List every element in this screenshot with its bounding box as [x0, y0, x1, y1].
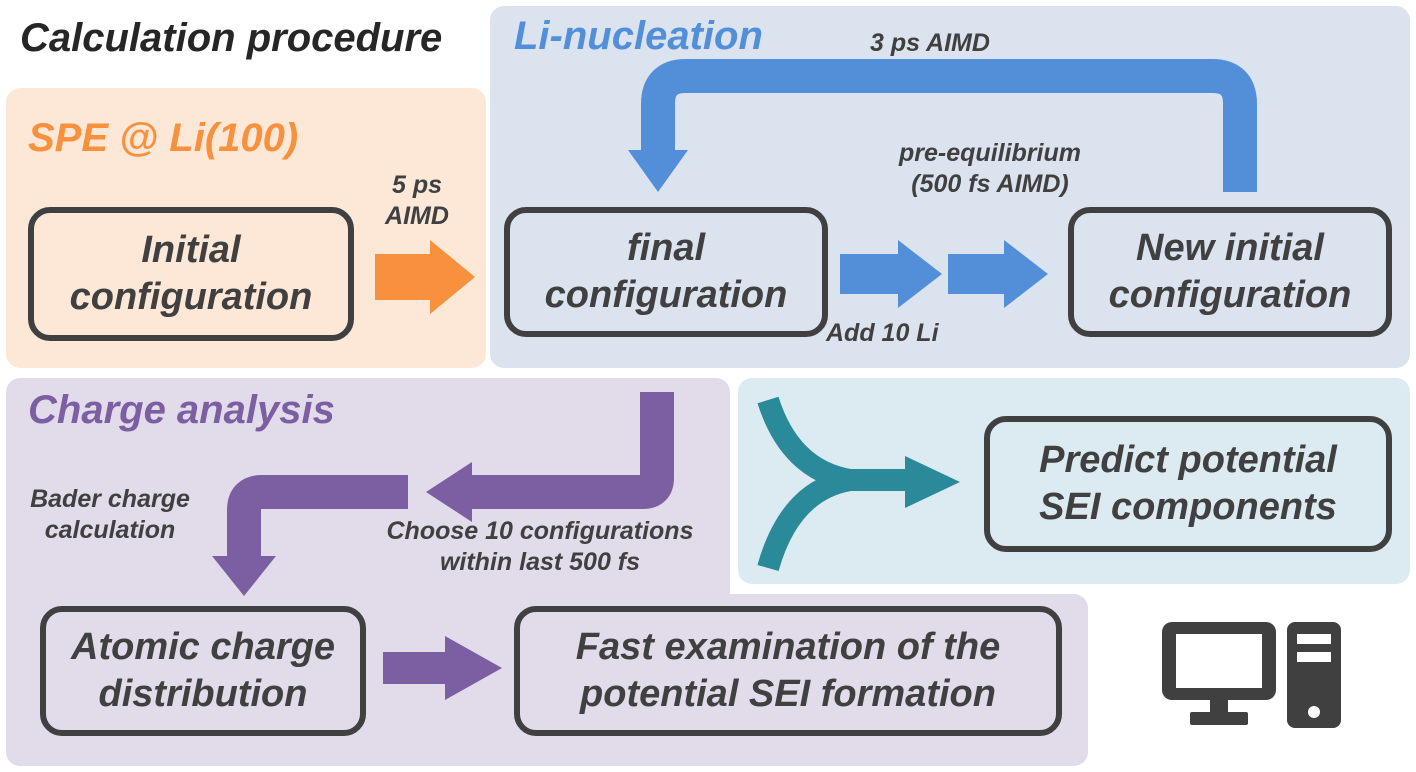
- pre-equilibrium-line1: pre-equilibrium: [899, 139, 1081, 167]
- aimd-5ps-label-line2: AIMD: [385, 202, 449, 231]
- pre-equilibrium-line2: (500 fs AIMD): [911, 170, 1069, 199]
- spe-title: SPE @ Li(100): [28, 116, 299, 160]
- aimd-3ps-loop-arrow: [641, 59, 1257, 192]
- final-configuration-box: final configuration: [504, 207, 828, 337]
- computer-icon: [1162, 622, 1341, 728]
- aimd-5ps-label: 5 ps AIMD: [372, 170, 462, 233]
- atomic-charge-distribution-box: Atomic charge distribution: [40, 606, 366, 736]
- aimd-3ps-label: 3 ps AIMD: [870, 29, 990, 57]
- final-configuration-line2: configuration: [544, 274, 788, 316]
- new-initial-configuration-box: New initial configuration: [1068, 207, 1392, 337]
- pre-equilibrium-label: pre-equilibrium (500 fs AIMD): [870, 138, 1110, 201]
- choose-configurations-label: Choose 10 configurations within last 500…: [352, 516, 728, 579]
- add-li-arrow-1: [840, 240, 942, 308]
- examination-arrow: [383, 636, 502, 700]
- fast-examination-line2: potential SEI formation: [580, 673, 996, 715]
- bader-charge-label: Bader charge calculation: [10, 484, 210, 547]
- add-li-label: Add 10 Li: [826, 319, 939, 347]
- choose-configurations-line2: within last 500 fs: [439, 548, 641, 577]
- bader-charge-line1: Bader charge: [30, 485, 190, 513]
- choose-config-arrowhead: [426, 462, 472, 522]
- initial-configuration-box: Initial configuration: [28, 207, 354, 341]
- bader-charge-line2: calculation: [44, 516, 176, 545]
- fast-examination-box: Fast examination of the potential SEI fo…: [514, 606, 1062, 736]
- predict-sei-box: Predict potential SEI components: [984, 416, 1392, 552]
- li-nucleation-title: Li-nucleation: [514, 14, 763, 58]
- merge-arrow-icon: [757, 396, 960, 572]
- add-li-arrow-2: [948, 240, 1048, 308]
- predict-sei-line2: SEI components: [1039, 486, 1337, 528]
- aimd-5ps-label-line1: 5 ps: [391, 171, 443, 199]
- atomic-charge-line2: distribution: [98, 673, 308, 715]
- final-configuration-line1: final: [626, 226, 706, 269]
- atomic-charge-line1: Atomic charge: [71, 625, 335, 668]
- fast-examination-line1: Fast examination of the: [575, 625, 1001, 668]
- charge-analysis-title: Charge analysis: [28, 388, 335, 432]
- new-initial-configuration-line1: New initial: [1136, 226, 1324, 269]
- bader-charge-arrowhead: [212, 556, 276, 596]
- bader-charge-arrow: [227, 475, 408, 556]
- calculation-procedure-heading: Calculation procedure: [20, 16, 443, 60]
- spe-panel: [6, 88, 486, 368]
- aimd-3ps-loop-arrowhead: [628, 150, 688, 192]
- initial-configuration-line2: configuration: [69, 276, 313, 318]
- charge-analysis-panel-extension: [6, 594, 1088, 766]
- new-initial-configuration-line2: configuration: [1108, 274, 1352, 316]
- predict-sei-line1: Predict potential: [1039, 438, 1337, 481]
- initial-configuration-line1: Initial: [141, 228, 241, 271]
- choose-config-arrow: [470, 392, 674, 509]
- choose-configurations-line1: Choose 10 configurations: [386, 517, 694, 545]
- aimd-5ps-arrow: [375, 240, 475, 314]
